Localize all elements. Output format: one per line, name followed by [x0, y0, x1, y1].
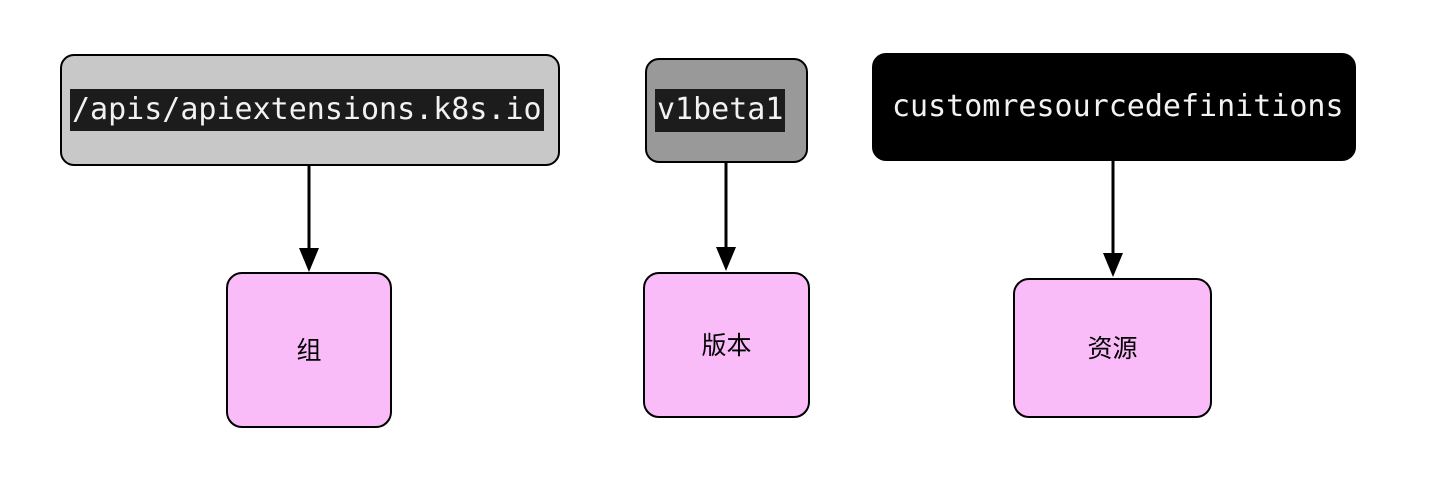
node-api-group-path-label: /apis/apiextensions.k8s.io [70, 88, 544, 132]
node-resource-concept-label: 资源 [1087, 333, 1138, 363]
arrow-down-icon [716, 161, 736, 271]
edge-group-to-group-label [289, 164, 329, 276]
arrow-down-icon [299, 164, 319, 272]
node-api-resource-label: customresourcedefinitions [892, 88, 1344, 124]
node-api-group-path[interactable]: /apis/apiextensions.k8s.io [60, 54, 560, 166]
node-version-concept[interactable]: 版本 [643, 272, 810, 418]
node-api-resource[interactable]: customresourcedefinitions [872, 53, 1356, 161]
node-version-concept-label: 版本 [701, 330, 752, 360]
edge-version-to-version-label [706, 161, 746, 275]
node-api-version-label: v1beta1 [655, 89, 786, 132]
node-group-concept[interactable]: 组 [226, 272, 392, 428]
node-resource-concept[interactable]: 资源 [1013, 278, 1212, 418]
arrow-down-icon [1103, 159, 1123, 277]
edge-resource-to-resource-label [1093, 159, 1133, 281]
node-group-concept-label: 组 [296, 335, 322, 365]
node-api-version[interactable]: v1beta1 [645, 58, 808, 163]
